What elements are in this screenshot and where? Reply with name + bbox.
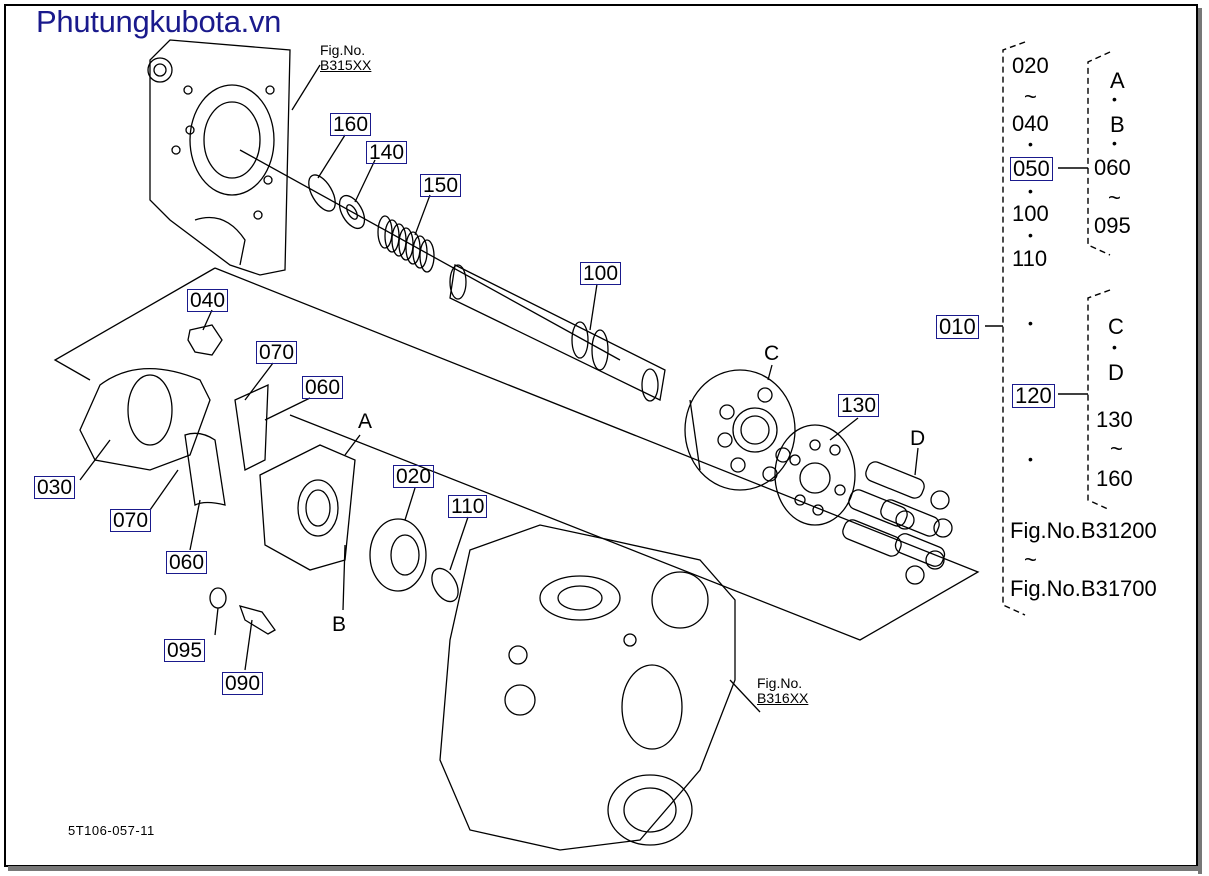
legend-dot-1: • [1028,136,1033,152]
marker-b: B [332,613,347,636]
part-090[interactable]: 090 [222,672,264,695]
shaft-100 [449,264,666,401]
legend-095: 095 [1094,213,1131,238]
legend-040: 040 [1012,111,1049,136]
part-070-lower[interactable]: 070 [110,509,152,532]
swash-housing [79,367,211,471]
part-060-lower[interactable]: 060 [166,551,208,574]
ref-bottom: Fig.No. B316XX [757,675,809,707]
part-020[interactable]: 020 [393,465,435,488]
marker-c: C [764,342,780,365]
part-100[interactable]: 100 [580,262,622,285]
legend-tilde-1: ~ [1024,84,1037,109]
legend-b: B [1110,112,1125,137]
legend-a: A [1110,68,1125,93]
legend-c: C [1108,314,1124,339]
legend-dot-a: • [1112,91,1117,107]
legend-120[interactable]: 120 [1012,384,1055,408]
lower-housing [439,524,736,851]
part-150[interactable]: 150 [420,174,462,197]
pistons [842,461,953,585]
nut-040 [187,324,223,356]
legend-050[interactable]: 050 [1010,157,1053,181]
legend-fig-tilde: ~ [1024,547,1037,572]
part-040[interactable]: 040 [187,289,229,312]
ref-top-label: Fig.No. [320,42,366,58]
ref-bottom-number: B316XX [757,690,809,707]
legend-dot-c: • [1112,339,1117,355]
frame-shadow-bottom [8,866,1202,871]
upper-housing [149,39,291,276]
ref-top-number: B315XX [320,57,372,74]
legend-d: D [1108,360,1124,385]
ref-bottom-label: Fig.No. [757,675,803,691]
legend-020: 020 [1012,53,1049,78]
legend-brackets [1002,41,1111,616]
part-095[interactable]: 095 [164,639,206,662]
part-130[interactable]: 130 [838,394,880,417]
legend-fig-to: Fig.No.B31700 [1010,576,1157,601]
shell-060-b [184,432,226,506]
marker-d: D [910,427,926,450]
legend-tilde-3: ~ [1110,436,1123,461]
legend-060: 060 [1094,155,1131,180]
cylinder-block [684,369,796,491]
part-060-upper[interactable]: 060 [302,376,344,399]
legend-dot-b: • [1112,135,1117,151]
brand-watermark: Phutungkubota.vn [36,4,282,39]
bearing-020 [369,518,427,592]
legend-010[interactable]: 010 [936,315,979,339]
legend-dot-3: • [1028,227,1033,243]
plate-a [259,444,356,571]
ref-top: Fig.No. B315XX [320,42,372,74]
retainer-plate [774,424,856,526]
part-140[interactable]: 140 [366,141,408,164]
shell-060-a [234,383,269,471]
legend-dot-2: • [1028,183,1033,199]
legend-fig-from: Fig.No.B31200 [1010,518,1157,543]
legend-160: 160 [1096,466,1133,491]
legend-110: 110 [1012,246,1048,271]
part-110[interactable]: 110 [448,495,488,518]
frame-shadow-right [1198,8,1202,874]
part-070-upper[interactable]: 070 [256,341,298,364]
legend-dot-5: • [1028,451,1033,467]
marker-a: A [358,410,373,433]
part-160[interactable]: 160 [330,113,372,136]
legend-tilde-2: ~ [1108,185,1121,210]
figure-code: 5T106-057-11 [68,823,155,838]
spring-150 [377,215,435,273]
legend-dot-4: • [1028,315,1033,331]
legend-130: 130 [1096,407,1133,432]
part-030[interactable]: 030 [34,476,76,499]
legend-100: 100 [1012,201,1049,226]
